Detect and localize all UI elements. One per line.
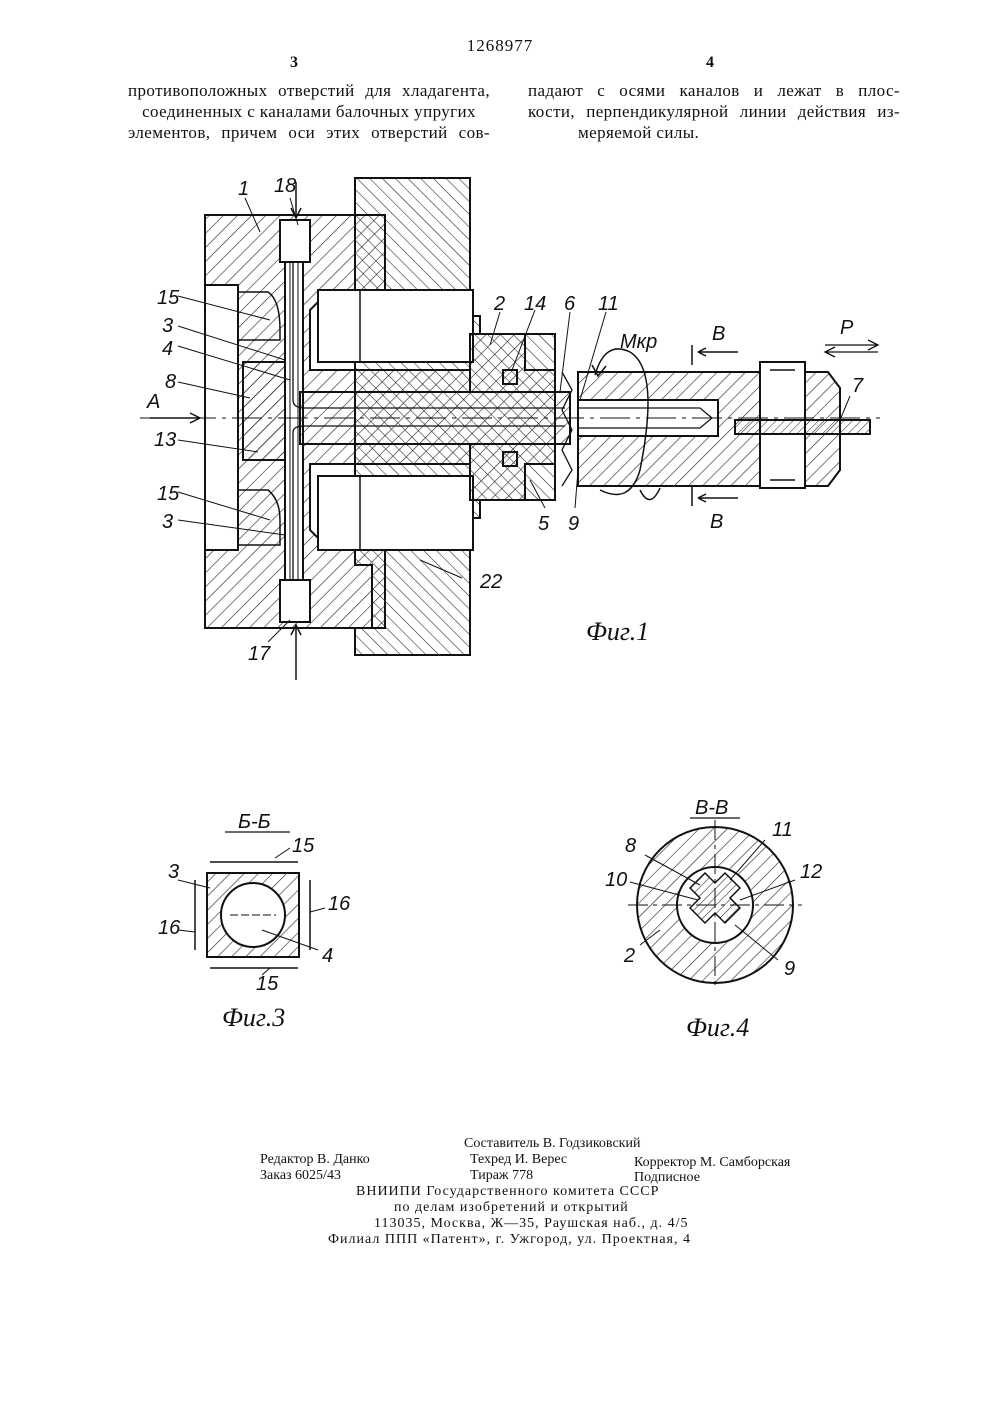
label-11: 11 <box>598 293 619 315</box>
label-14: 14 <box>524 293 546 315</box>
section-mark-top <box>692 345 738 365</box>
fig3-label-15-bottom: 15 <box>256 973 279 995</box>
fig3-label-16-right: 16 <box>328 893 351 915</box>
arrow-in-bottom <box>291 625 301 680</box>
label-3-lower: 3 <box>162 511 173 533</box>
footer-compiler: Составитель В. Годзиковский <box>464 1136 640 1152</box>
seal-14-lower <box>503 452 517 466</box>
figure-4-caption: Фиг.4 <box>686 1013 749 1042</box>
label-p: P <box>840 317 854 339</box>
label-5: 5 <box>538 513 550 535</box>
label-15-lower: 15 <box>157 483 180 505</box>
label-4: 4 <box>162 338 173 360</box>
label-9: 9 <box>568 513 579 535</box>
pin-7 <box>735 420 870 434</box>
label-a: A <box>146 391 160 413</box>
fig4-label-11: 11 <box>772 819 793 841</box>
label-mkr: Мкр <box>620 331 657 353</box>
label-18: 18 <box>274 175 296 197</box>
footer-org-dept: по делам изобретений и открытий <box>394 1200 629 1216</box>
label-2: 2 <box>493 293 505 315</box>
footer-circulation: Тираж 778 <box>470 1168 533 1184</box>
figure-4 <box>628 818 802 990</box>
section-mark-bottom <box>692 486 738 506</box>
footer-address: 113035, Москва, Ж—35, Раушская наб., д. … <box>374 1216 689 1232</box>
label-7: 7 <box>852 375 864 397</box>
label-b-bottom: В <box>710 511 723 533</box>
fig4-label-2: 2 <box>623 945 635 967</box>
seal-14-upper <box>503 370 517 384</box>
label-b-top: В <box>712 323 725 345</box>
arrow-a <box>150 413 200 423</box>
footer-order: Заказ 6025/43 <box>260 1168 341 1184</box>
footer-corrector: Корректор М. Самборская <box>634 1155 790 1171</box>
gauge-block-lower <box>318 476 473 550</box>
fig4-label-9: 9 <box>784 958 795 980</box>
nozzle-18 <box>280 220 310 262</box>
label-13: 13 <box>154 429 176 451</box>
fig3-section-label: Б-Б <box>238 811 271 833</box>
gauge-block-upper <box>318 290 473 362</box>
label-3-upper: 3 <box>162 315 173 337</box>
footer-editor: Редактор В. Данко <box>260 1152 370 1168</box>
fig4-label-12: 12 <box>800 861 822 883</box>
figure-3-caption: Фиг.3 <box>222 1003 285 1032</box>
label-8: 8 <box>165 371 176 393</box>
fig4-label-10: 10 <box>605 869 627 891</box>
force-p-arrow <box>825 340 878 357</box>
footer-techred: Техред И. Верес <box>470 1152 567 1168</box>
footer-branch: Филиал ППП «Патент», г. Ужгород, ул. Про… <box>328 1232 691 1248</box>
footer-org: ВНИИПИ Государственного комитета СССР <box>356 1184 659 1200</box>
fig3-label-4: 4 <box>322 945 333 967</box>
figure-1-caption: Фиг.1 <box>586 617 649 646</box>
label-1: 1 <box>238 178 249 200</box>
nozzle-17 <box>280 580 310 622</box>
figure-1 <box>140 178 880 680</box>
fig3-label-15-top: 15 <box>292 835 315 857</box>
fig4-section-label: В-В <box>695 797 728 819</box>
fig4-label-8: 8 <box>625 835 636 857</box>
fig3-label-16-left: 16 <box>158 917 181 939</box>
label-15-upper: 15 <box>157 287 180 309</box>
label-6: 6 <box>564 293 576 315</box>
label-22: 22 <box>479 571 502 593</box>
fig3-label-3: 3 <box>168 861 179 883</box>
label-17: 17 <box>248 643 271 665</box>
